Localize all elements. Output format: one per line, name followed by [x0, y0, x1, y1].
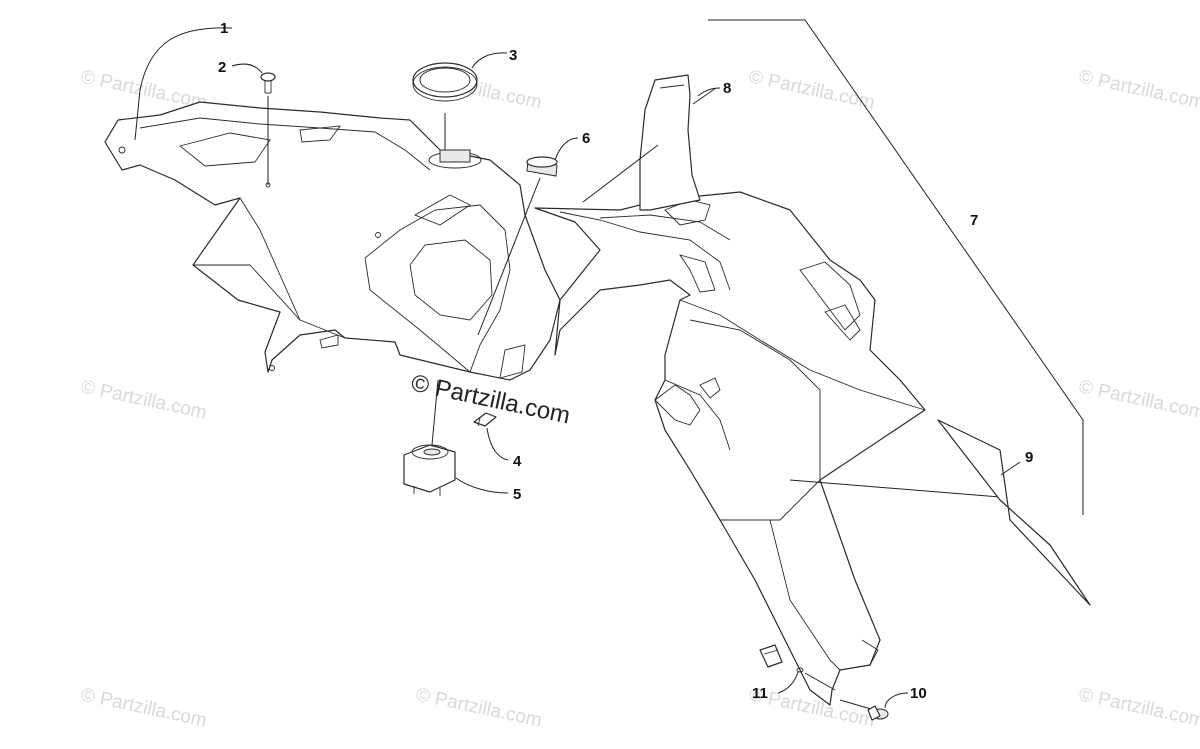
- callout-11: 11: [752, 671, 799, 702]
- callout-label: 7: [970, 212, 978, 229]
- watermark-tile: © Partzilla.com: [79, 684, 209, 731]
- callout-label: 10: [910, 685, 927, 702]
- callout-3: 3: [471, 47, 517, 69]
- callout-2: 2: [218, 59, 263, 76]
- callout-label: 5: [513, 486, 521, 503]
- trim-piece-part-8: [582, 74, 717, 211]
- callout-7: 7: [970, 212, 978, 229]
- clip-nut-part-11: [759, 644, 836, 691]
- ignition-switch-part-5: [403, 379, 456, 496]
- callout-label: 2: [218, 59, 226, 76]
- watermark-tile: © Partzilla.com: [79, 376, 209, 423]
- clip-part-4: [473, 412, 497, 427]
- bracket-line: [708, 19, 1084, 515]
- callout-label: 1: [220, 20, 228, 37]
- watermark-tile: © Partzilla.com: [1077, 66, 1200, 113]
- watermark-tile: © Partzilla.com: [1077, 684, 1200, 731]
- callout-1: 1: [134, 20, 233, 141]
- watermark-tile: © Partzilla.com: [747, 66, 877, 113]
- callout-9: 9: [1025, 449, 1033, 466]
- bezel-ring-part-3: [412, 62, 478, 150]
- side-panel-part-7: [534, 191, 1001, 706]
- small-ring-part-6: [477, 156, 558, 336]
- callout-10: 10: [884, 685, 927, 709]
- callout-label: 8: [723, 80, 731, 97]
- fastener-part-10: [839, 699, 889, 721]
- callout-4: 4: [486, 427, 522, 470]
- callout-6: 6: [554, 130, 590, 161]
- watermark-tile: © Partzilla.com: [1077, 376, 1200, 423]
- decal-part-9: [937, 419, 1091, 606]
- callout-label: 11: [752, 685, 768, 702]
- console-panel-part-1: [104, 101, 561, 381]
- callout-label: 9: [1025, 449, 1033, 466]
- watermark-tile: © Partzilla.com: [414, 684, 544, 731]
- callout-5: 5: [455, 477, 521, 503]
- callout-label: 4: [513, 453, 522, 470]
- callout-8: 8: [697, 80, 731, 97]
- callout-label: 3: [509, 47, 517, 64]
- screw-part-2: [260, 72, 276, 188]
- callout-label: 6: [582, 130, 590, 147]
